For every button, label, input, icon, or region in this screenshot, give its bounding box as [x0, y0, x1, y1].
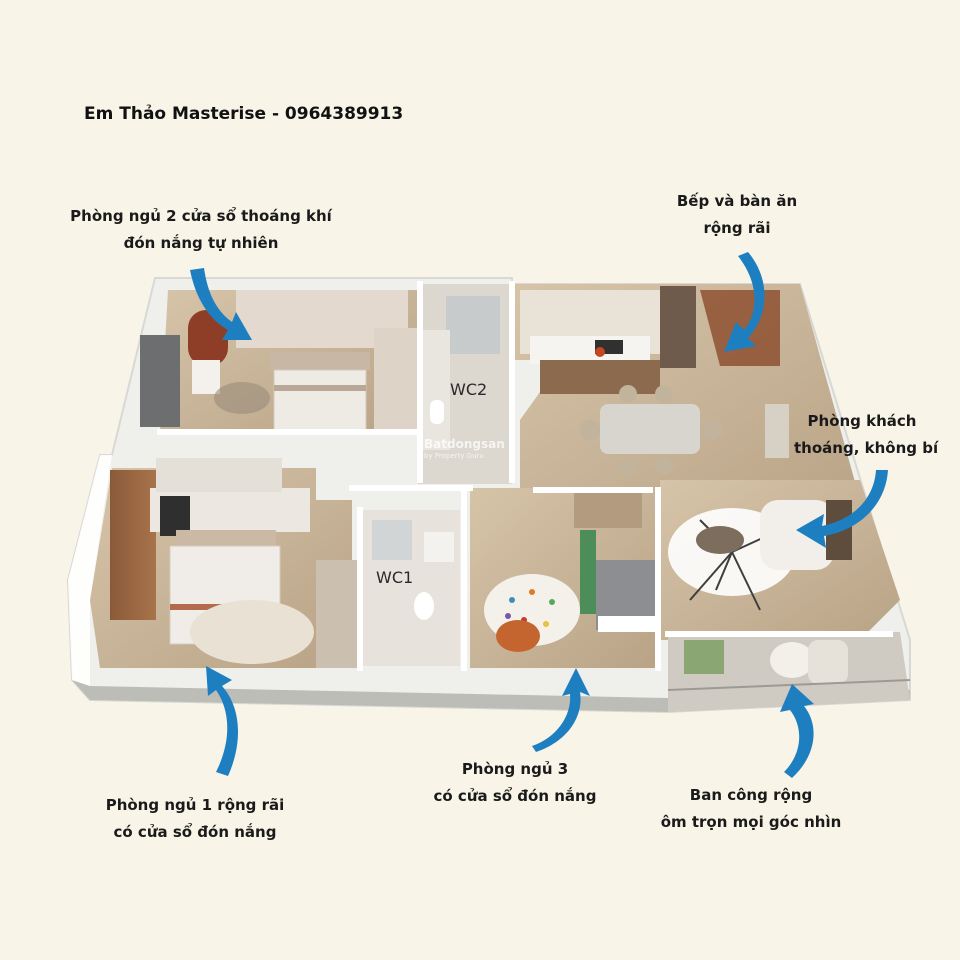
bedroom-3-label-line1: Phòng ngủ 3	[461, 760, 569, 778]
kitchen-label-line1: Bếp và bàn ăn	[676, 192, 798, 210]
watermark-sub: by Property Guru	[424, 452, 484, 460]
bedroom-1-label-line1: Phòng ngủ 1 rộng rãi	[105, 796, 285, 814]
interior-walls	[157, 281, 893, 671]
balcony-area	[667, 632, 911, 712]
wc2-tag: WC2	[450, 380, 488, 399]
living-arrow-icon	[796, 470, 888, 548]
living-label-line1: Phòng khách	[807, 412, 917, 430]
wc1-tag: WC1	[376, 568, 414, 587]
balcony-arrow-icon	[780, 684, 814, 778]
balcony-label-line2: ôm trọn mọi góc nhìn	[660, 813, 842, 831]
living-label-line2: thoáng, không bí	[794, 439, 939, 457]
kitchen-label: Bếp và bàn ăn rộng rãi	[662, 188, 812, 242]
bedroom-3-label: Phòng ngủ 3 có cửa sổ đón nắng	[420, 756, 610, 810]
wc1-area	[360, 510, 460, 666]
bedroom-1-area	[90, 458, 358, 668]
bedroom-2-arrow-icon	[190, 268, 252, 340]
bedroom-1-label: Phòng ngủ 1 rộng rãi có cửa sổ đón nắng	[100, 792, 290, 846]
balcony-label-line1: Ban công rộng	[689, 786, 813, 804]
bedroom-3-arrow-icon	[532, 668, 590, 752]
balcony-label: Ban công rộng ôm trọn mọi góc nhìn	[640, 782, 862, 836]
kitchen-label-line2: rộng rãi	[703, 219, 771, 237]
watermark: Batdongsan by Property Guru	[424, 438, 505, 462]
living-room-area	[660, 480, 900, 640]
arrow-icons	[190, 252, 888, 778]
bedroom-2-label: Phòng ngủ 2 cửa sổ thoáng khí đón nắng t…	[62, 203, 340, 257]
wc2-area	[418, 284, 512, 484]
bedroom-2-label-line2: đón nắng tự nhiên	[123, 234, 279, 252]
bedroom-2-label-line1: Phòng ngủ 2 cửa sổ thoáng khí	[70, 207, 332, 225]
kitchen-arrow-icon	[724, 252, 765, 352]
living-label: Phòng khách thoáng, không bí	[794, 408, 939, 462]
bedroom-1-arrow-icon	[206, 666, 239, 776]
watermark-brand: Batdongsan	[424, 437, 505, 451]
bedroom-2-area	[140, 290, 420, 432]
bedroom-3-area	[470, 488, 658, 668]
page-title: Em Thảo Masterise - 0964389913	[84, 104, 404, 124]
bedroom-3-label-line2: có cửa sổ đón nắng	[433, 787, 597, 805]
bedroom-1-label-line2: có cửa sổ đón nắng	[113, 823, 277, 841]
